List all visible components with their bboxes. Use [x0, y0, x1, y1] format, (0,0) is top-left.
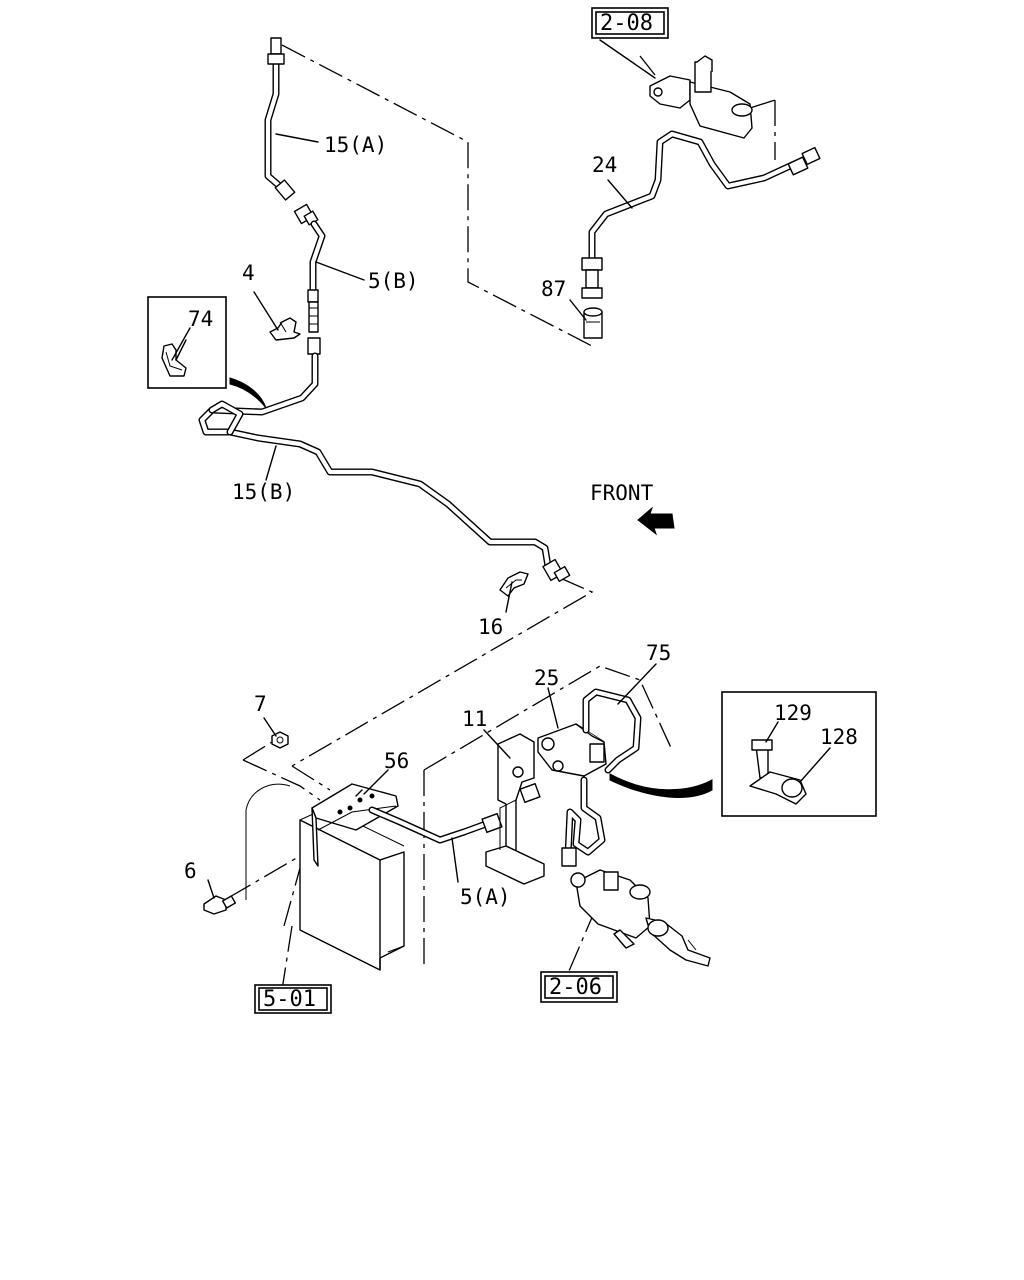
clutch-cylinder-2-06 [570, 869, 711, 967]
part-87 [583, 307, 603, 339]
assembly-guide-lines [227, 44, 776, 991]
ref-box-2-08[interactable]: 2-08 [591, 7, 669, 39]
front-direction-label: FRONT [590, 481, 654, 505]
pointer-arrow-128 [609, 773, 713, 798]
front-arrow-icon [637, 506, 675, 536]
callout-11: 11 [462, 707, 487, 731]
callout-16: 16 [478, 615, 503, 639]
ref-box-5-01[interactable]: 5-01 [254, 984, 332, 1014]
hose-5a [368, 806, 503, 844]
hose-5b [293, 203, 326, 333]
callout-129: 129 [774, 701, 812, 725]
bracket-11 [485, 733, 545, 885]
bracket-56 [311, 783, 399, 867]
clip-4 [269, 317, 301, 341]
master-cylinder-2-08 [599, 39, 753, 139]
callout-87: 87 [541, 277, 566, 301]
pipe-15a [264, 37, 296, 201]
callout-56: 56 [384, 749, 409, 773]
callout-15a: 15(A) [324, 133, 387, 157]
detail-box-74 [147, 296, 227, 389]
callout-5a: 5(A) [460, 885, 511, 909]
callout-128: 128 [820, 725, 858, 749]
frame-rail-5-01 [245, 783, 405, 971]
callout-25: 25 [534, 666, 559, 690]
callout-7: 7 [254, 692, 267, 716]
callout-15b: 15(B) [232, 480, 295, 504]
callout-75: 75 [646, 641, 671, 665]
pipe-75 [561, 688, 642, 867]
callout-labels: 15(A) 5(B) 4 74 15(B) 16 24 87 FRONT 7 5… [184, 133, 858, 909]
callout-5b: 5(B) [368, 269, 419, 293]
ref-label-2-08: 2-08 [600, 11, 653, 36]
leader-lines [171, 133, 831, 899]
callout-4: 4 [242, 261, 255, 285]
detail-box-128-129 [721, 691, 877, 817]
clip-16 [499, 571, 529, 597]
pipe-15b [198, 337, 571, 583]
pointer-arrow-74 [229, 377, 267, 409]
pipe-24 [581, 130, 821, 299]
callout-6: 6 [184, 859, 197, 883]
callout-24: 24 [592, 153, 617, 177]
bolt-icon [203, 895, 237, 915]
ref-label-5-01: 5-01 [263, 987, 316, 1012]
ref-label-2-06: 2-06 [549, 975, 602, 1000]
ref-box-2-06[interactable]: 2-06 [540, 971, 618, 1003]
valve-25 [537, 723, 607, 777]
callout-74: 74 [188, 307, 213, 331]
